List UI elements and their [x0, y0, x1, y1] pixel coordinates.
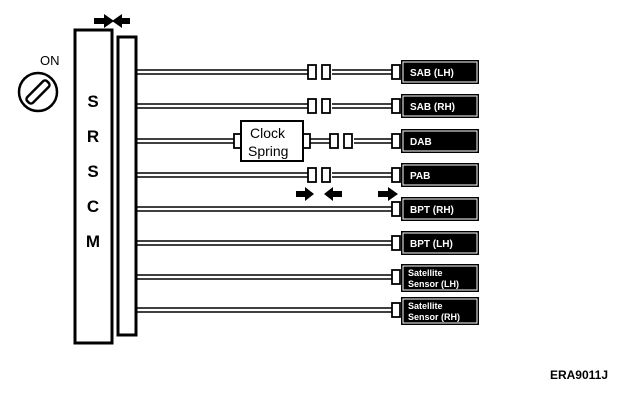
clock-spring-label-line1: Clock	[250, 125, 286, 141]
ignition-switch	[17, 71, 59, 113]
component-satellite-rh: Satellite Sensor (RH)	[401, 297, 479, 325]
component-satellite-lh: Satellite Sensor (LH)	[401, 264, 479, 292]
component-label: SAB (RH)	[410, 102, 455, 113]
arrow-left-icon	[112, 14, 130, 28]
srscm-letter-r: R	[87, 127, 99, 146]
srscm-letter-s2: S	[87, 162, 98, 181]
srscm-connector	[116, 35, 138, 337]
component-pab: PAB	[401, 163, 479, 187]
component-sab-lh: SAB (LH)	[401, 60, 479, 84]
component-label-line2: Sensor (RH)	[408, 312, 460, 322]
component-sab-rh: SAB (RH)	[401, 94, 479, 118]
arrow-left-icon	[324, 187, 342, 201]
component-bpt-lh: BPT (LH)	[401, 231, 479, 255]
connector-arrows-pab	[296, 187, 398, 201]
component-label: SAB (LH)	[410, 68, 454, 79]
clock-spring-label-line2: Spring	[248, 143, 288, 159]
component-label: BPT (RH)	[410, 205, 454, 216]
component-label-line1: Satellite	[408, 268, 443, 278]
clock-spring-box	[240, 120, 304, 162]
component-label: DAB	[410, 137, 432, 148]
component-label: PAB	[410, 171, 430, 182]
component-dab: DAB	[401, 129, 479, 153]
srscm-letter-s1: S	[87, 92, 98, 111]
component-bpt-rh: BPT (RH)	[401, 197, 479, 221]
component-boxes: SAB (LH) SAB (RH) DAB PAB BPT (RH) BPT (…	[401, 60, 479, 325]
arrow-right-icon	[94, 14, 114, 28]
component-label: BPT (LH)	[410, 239, 453, 250]
srscm-letter-c: C	[87, 197, 99, 216]
connector-arrows-top	[94, 14, 130, 28]
wiring-harness	[136, 69, 392, 313]
arrow-right-icon	[296, 187, 314, 201]
component-label-line2: Sensor (LH)	[408, 279, 459, 289]
component-plugs	[391, 64, 401, 318]
srscm-letter-m: M	[86, 232, 100, 251]
arrow-right-icon	[378, 187, 398, 201]
srscm-module	[73, 28, 114, 345]
ignition-on-label: ON	[40, 53, 60, 68]
figure-code: ERA9011J	[550, 368, 608, 382]
component-label-line1: Satellite	[408, 301, 443, 311]
